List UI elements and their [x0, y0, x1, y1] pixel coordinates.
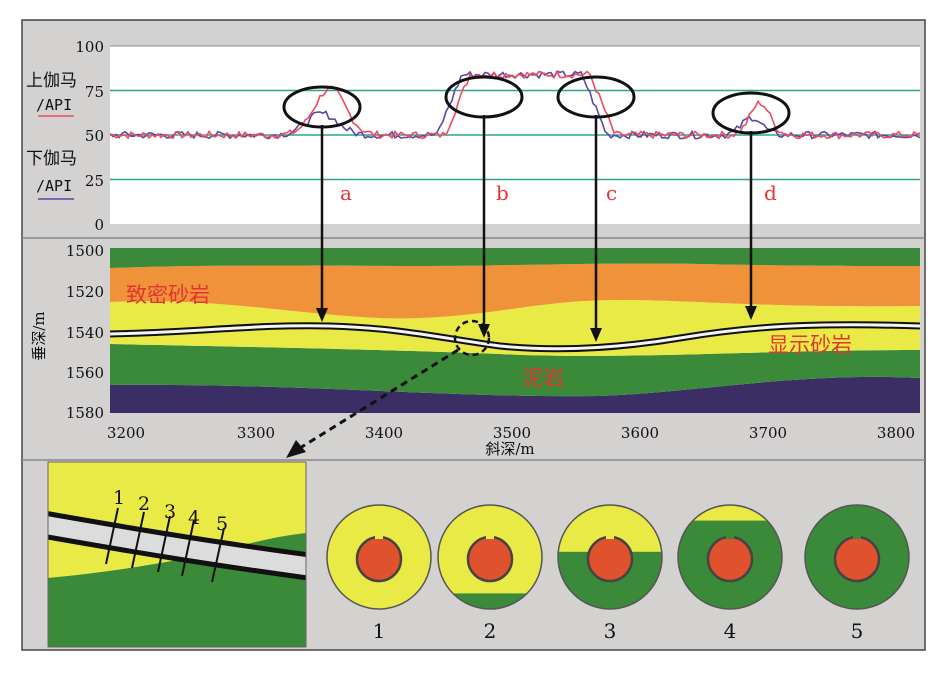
circle-2-outline [437, 504, 543, 610]
zoom-cross-line-4 [181, 519, 195, 577]
circle-4-outline [677, 504, 783, 610]
well-path-bore [110, 323, 920, 351]
circle-number-2: 2 [484, 619, 497, 643]
md-tick-3600: 3600 [621, 424, 659, 442]
arrow-d-head [745, 306, 757, 320]
lower-gamma-unit: /API [36, 177, 72, 195]
marker-label-b: b [496, 181, 509, 205]
layer-dark-green-top [110, 248, 920, 268]
layer-navy [110, 376, 920, 413]
circle-1-outline [326, 504, 432, 610]
md-tick-3200: 3200 [107, 424, 145, 442]
upper-gamma-curve [110, 70, 920, 140]
zoom-frame [47, 461, 307, 648]
arrow-b-head [478, 324, 490, 338]
detail-panel: 1 2 3 4 5 1 2 3 4 5 [47, 461, 910, 648]
circle-1-bit [355, 535, 403, 583]
layer-yellow [110, 300, 920, 356]
circle-5-outline [804, 504, 910, 610]
circle-number-4: 4 [724, 619, 737, 643]
depth-tick-1500: 1500 [66, 242, 104, 260]
tight-sandstone-label: 致密砂岩 [126, 283, 210, 307]
zoom-line-number-4: 4 [188, 507, 200, 529]
circle-4-bit [706, 535, 754, 583]
strata-layers [110, 248, 920, 413]
circle-1-sensor-notch [375, 532, 383, 539]
circle-number-3: 3 [604, 619, 617, 643]
vertical-depth-label: 垂深/m [30, 311, 48, 360]
marker-label-c: c [606, 181, 617, 205]
circle-number-1: 1 [373, 619, 386, 643]
log-tick-100: 100 [75, 38, 104, 56]
zoom-line-number-3: 3 [164, 501, 176, 523]
circle-2-bit [466, 535, 514, 583]
arrow-a-head [316, 308, 328, 322]
zoom-circle [453, 319, 491, 357]
depth-tick-1580: 1580 [66, 404, 104, 422]
layer-dark-green-lower [110, 344, 920, 397]
zoom-cross-line-3 [157, 515, 171, 573]
log-tick-50: 50 [85, 127, 104, 145]
md-tick-3400: 3400 [365, 424, 403, 442]
md-tick-3500: 3500 [493, 424, 531, 442]
log-tick-0: 0 [94, 216, 104, 234]
zoom-well-bore [48, 516, 306, 576]
zoom-arrow-head [286, 440, 306, 458]
zoom-cross-line-2 [131, 511, 145, 569]
mudstone-label: 泥岩 [522, 366, 564, 390]
md-tick-3300: 3300 [237, 424, 275, 442]
circle-4-sensor-notch [726, 532, 734, 539]
upper-gamma-label: 上伽马 [26, 71, 77, 91]
log-tick-75: 75 [85, 83, 104, 101]
measured-depth-label: 斜深/m [485, 440, 534, 458]
bit-position-circles [326, 504, 910, 610]
upper-gamma-unit: /API [36, 96, 72, 114]
circle-3-sensor-notch [606, 532, 614, 539]
md-tick-3800: 3800 [877, 424, 915, 442]
show-sandstone-label: 显示砂岩 [768, 333, 852, 357]
zoom-line-number-2: 2 [138, 493, 150, 515]
layer-orange [110, 263, 920, 319]
log-tick-25: 25 [85, 172, 104, 190]
zoom-cross-line-1 [105, 507, 119, 565]
circle-5-sensor-notch [853, 532, 861, 539]
lower-gamma-label: 下伽马 [26, 149, 77, 169]
circle-number-5: 5 [851, 619, 864, 643]
cross-section-panel: 1500 1520 1540 1560 1580 垂深/m 3200 3300 … [30, 242, 920, 458]
circle-3-outline [557, 504, 663, 610]
circle-3-bit [586, 535, 634, 583]
zoomed-section [48, 462, 306, 647]
depth-tick-1520: 1520 [66, 283, 104, 301]
md-tick-3700: 3700 [749, 424, 787, 442]
arrow-c-head [590, 328, 602, 342]
marker-label-d: d [764, 181, 777, 205]
zoom-arrow [299, 348, 459, 450]
zoom-cross-line-5 [211, 527, 225, 583]
zoom-line-number-5: 5 [216, 513, 228, 535]
depth-tick-1540: 1540 [66, 324, 104, 342]
marker-label-a: a [340, 181, 352, 205]
depth-tick-1560: 1560 [66, 364, 104, 382]
zoom-line-number-1: 1 [113, 487, 125, 509]
circle-2-sensor-notch [486, 532, 494, 539]
marker-arrows [286, 115, 757, 458]
circle-5-bit [833, 535, 881, 583]
gamma-log-panel: 100 75 50 25 0 上伽马 /API 下伽马 /API a b c d [26, 38, 920, 234]
